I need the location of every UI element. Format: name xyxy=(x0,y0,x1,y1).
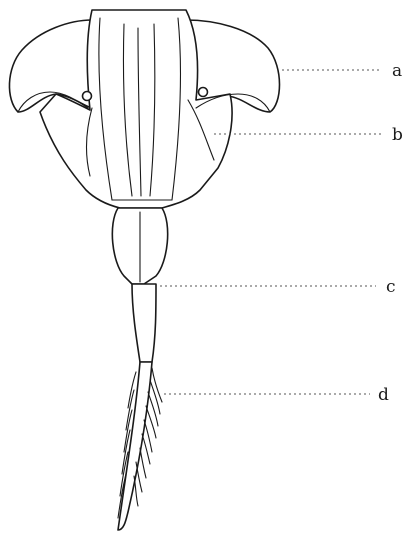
label-a: a xyxy=(392,61,402,81)
neck-segment xyxy=(112,208,167,284)
tail-stalk xyxy=(132,284,156,362)
left-spiracle xyxy=(83,92,92,101)
label-c: c xyxy=(386,277,396,297)
label-b: b xyxy=(392,125,403,145)
label-d: d xyxy=(378,385,389,405)
right-spiracle xyxy=(199,88,208,97)
head-capsule xyxy=(9,10,279,208)
tail-filament xyxy=(118,362,162,530)
left-lobe xyxy=(9,20,92,112)
right-lobe xyxy=(186,20,280,112)
